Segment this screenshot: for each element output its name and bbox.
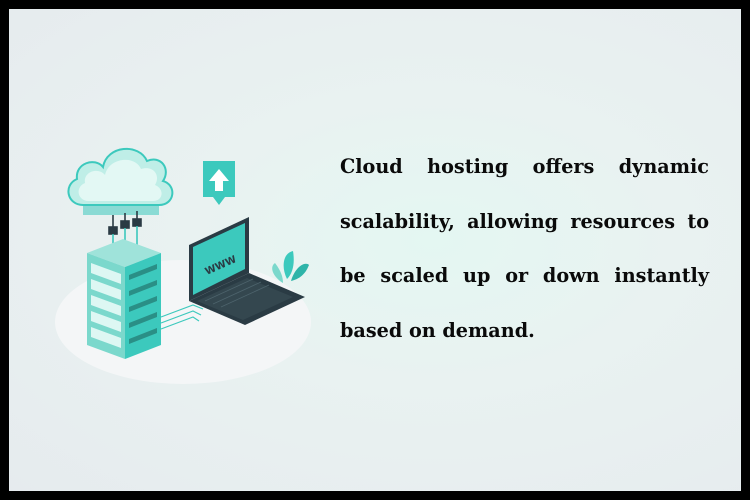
upload-arrow-icon: [203, 161, 235, 205]
server-rack-icon: [87, 239, 161, 359]
caption-text: Cloud hosting offers dynamic scalability…: [340, 155, 709, 342]
laptop-icon: WWW: [189, 217, 305, 325]
plant-leaves-icon: [272, 251, 309, 283]
network-lines: [160, 304, 204, 330]
cloud-hosting-illustration: WWW: [55, 147, 311, 384]
cloud-icon: [67, 147, 174, 215]
